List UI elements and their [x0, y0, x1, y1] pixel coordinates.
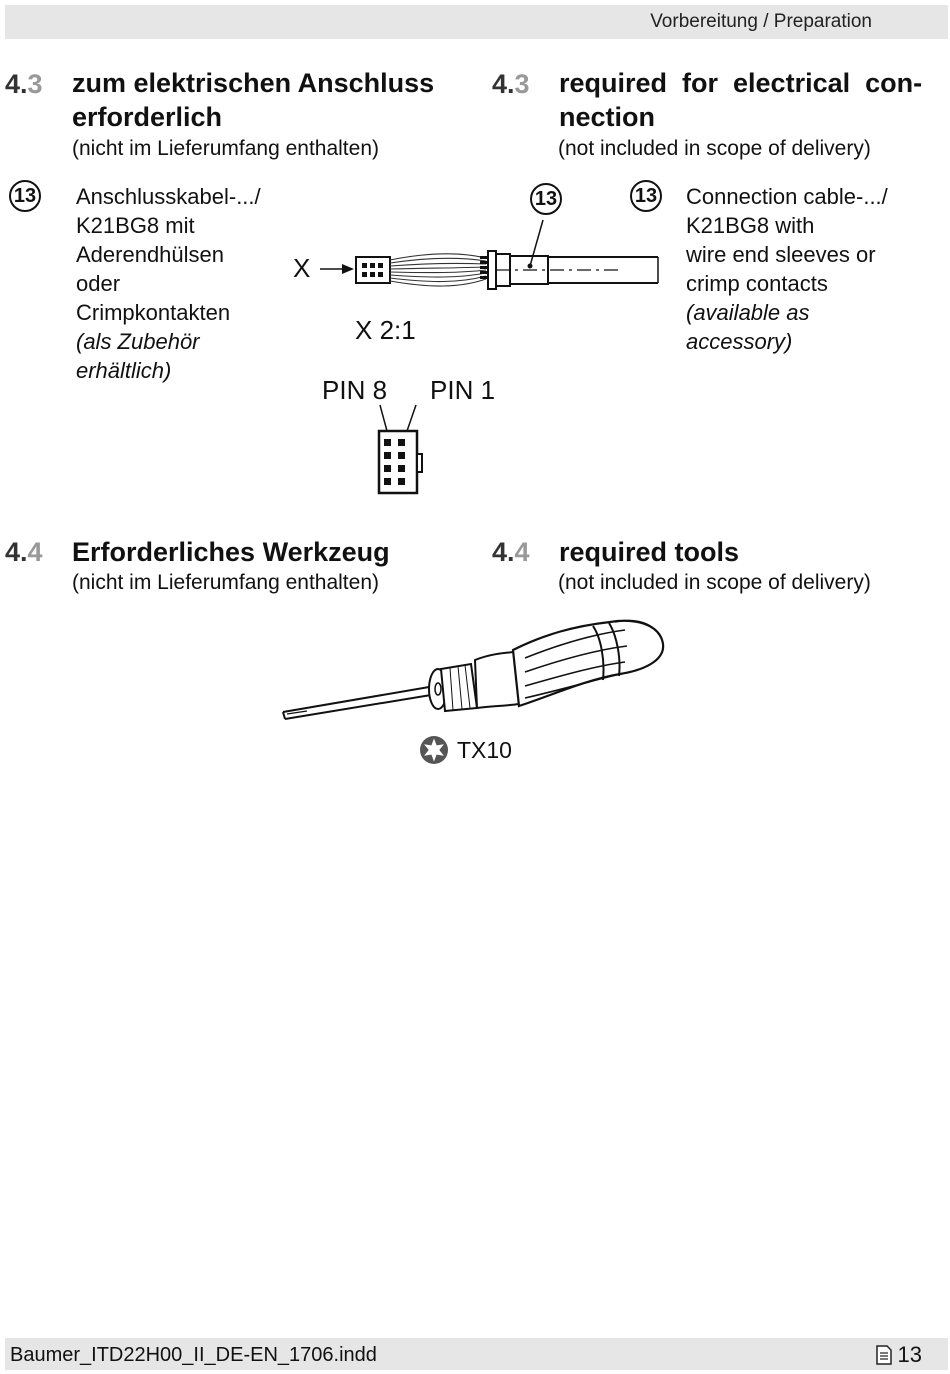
cable-x-label: X — [293, 253, 311, 283]
section-title-line: nection — [559, 102, 656, 132]
item-line-italic: accessory) — [686, 329, 793, 354]
section-title-line: erforderlich — [72, 102, 223, 132]
section-subtitle-44-de: (nicht im Lieferumfang enthalten) — [72, 571, 379, 594]
item-description-de: Anschlusskabel-.../ K21BG8 mit Aderendhü… — [76, 182, 261, 385]
section-subtitle-43-de: (nicht im Lieferumfang enthalten) — [72, 137, 379, 160]
section-title-44-en: required tools — [559, 537, 740, 567]
item-badge-de: 13 — [9, 180, 41, 212]
cable-callout-badge: 13 — [530, 183, 562, 215]
section-title-line: required for electrical con- — [559, 68, 923, 98]
item-line: oder — [76, 271, 121, 296]
screwdriver-illustration — [282, 619, 665, 720]
item-line: K21BG8 mit — [76, 213, 195, 238]
item-badge-en: 13 — [630, 180, 662, 212]
item-line: K21BG8 with — [686, 213, 815, 238]
item-line: crimp contacts — [686, 271, 828, 296]
item-line-italic: erhältlich) — [76, 358, 172, 383]
section-title-43-de: zum elektrischen Anschluss erforderlich — [72, 66, 434, 134]
section-number-44-en: 4.4 — [492, 537, 530, 567]
section-number-43-de: 4.3 — [5, 69, 43, 99]
footer-bar — [5, 1338, 948, 1370]
footer-page: 13 — [875, 1342, 922, 1368]
cable-illustration — [320, 219, 659, 495]
section-title-43-en: required for electrical con- nection — [559, 66, 947, 134]
torx-icon — [420, 736, 448, 764]
page-number: 13 — [897, 1342, 922, 1367]
detail-scale-label: X 2:1 — [355, 315, 416, 345]
section-number-43-en: 4.3 — [492, 69, 530, 99]
footer-filename: Baumer_ITD22H00_II_DE-EN_1706.indd — [10, 1344, 377, 1366]
header-title: Vorbereitung / Preparation — [650, 11, 872, 32]
header-bar — [5, 5, 948, 39]
section-number-44-de: 4.4 — [5, 537, 43, 567]
item-line: Aderendhülsen — [76, 242, 225, 267]
pin1-label: PIN 1 — [430, 375, 496, 405]
item-line-italic: (als Zubehör — [76, 329, 200, 354]
item-line-italic: (available as — [686, 300, 810, 325]
page-icon — [875, 1345, 892, 1365]
section-subtitle-43-en: (not included in scope of delivery) — [558, 137, 871, 160]
item-line: Crimpkontakten — [76, 300, 231, 325]
item-line: wire end sleeves or — [686, 242, 876, 267]
item-line: Anschlusskabel-.../ — [76, 184, 261, 209]
section-title-44-de: Erforderliches Werkzeug — [72, 537, 390, 567]
section-title-line: zum elektrischen Anschluss — [72, 68, 435, 98]
pin8-label: PIN 8 — [322, 375, 388, 405]
item-description-en: Connection cable-.../ K21BG8 with wire e… — [686, 182, 888, 356]
tool-size-label: TX10 — [457, 737, 512, 763]
section-subtitle-44-en: (not included in scope of delivery) — [558, 571, 871, 594]
item-line: Connection cable-.../ — [686, 184, 888, 209]
